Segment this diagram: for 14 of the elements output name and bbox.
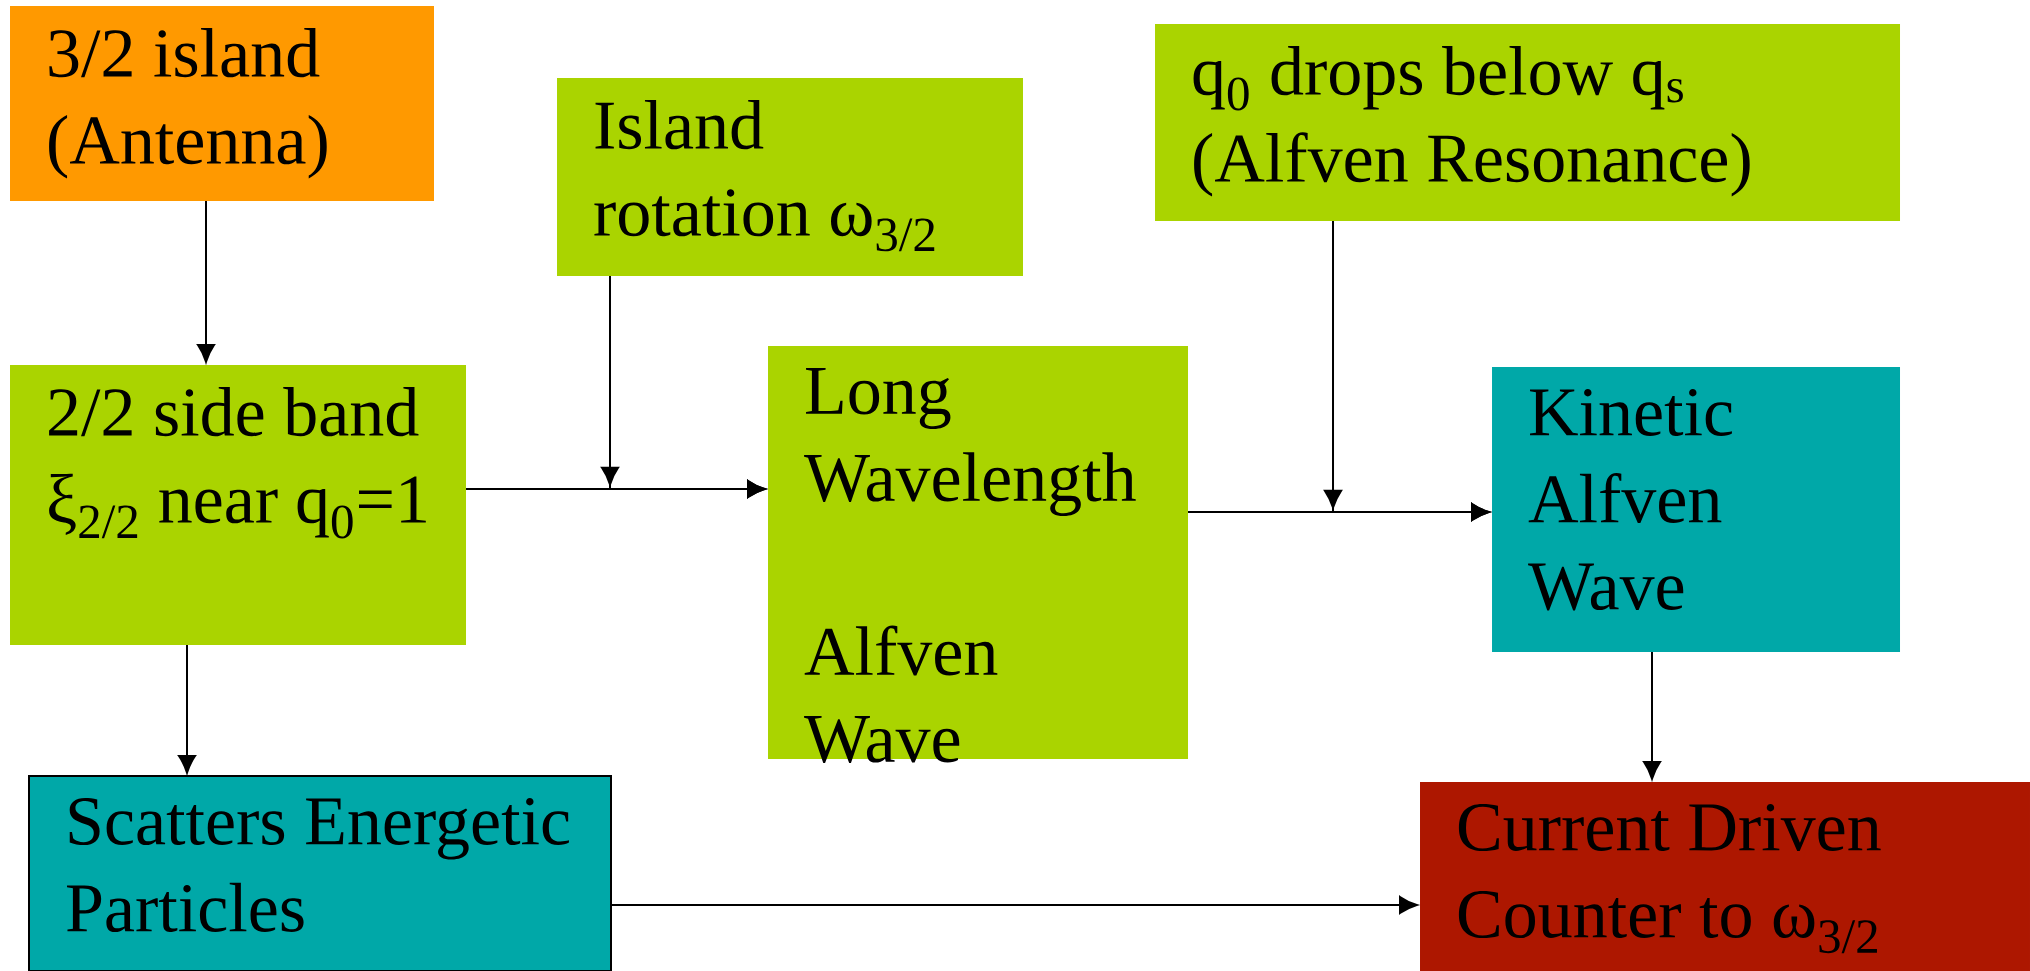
process-box: Scatters Energetic Particles bbox=[28, 775, 612, 971]
arrow bbox=[601, 275, 766, 498]
process-box: Kinetic Alfven Wave bbox=[1492, 367, 1900, 652]
process-box: Long Wavelength Alfven Wave bbox=[768, 346, 1188, 763]
process-box: Current Driven Counter to ω$_{3/2}$ bbox=[1420, 782, 2030, 971]
process-box: Island rotation ω$_{3/2}$ bbox=[557, 78, 1023, 276]
process-box: 2/2 side band ξ$_{2/2}$ near q$_{0}$=1 bbox=[10, 365, 466, 645]
arrow bbox=[1324, 220, 1490, 521]
arrow bbox=[197, 200, 215, 363]
process-box: 3/2 island (Antenna) bbox=[10, 6, 434, 201]
process-box: q$_{0}$ drops below q$_{s}$ (Alfven Resonance) bbox=[1155, 24, 1900, 221]
arrow bbox=[610, 896, 1418, 915]
arrow bbox=[178, 644, 196, 774]
arrow bbox=[1643, 651, 1662, 780]
